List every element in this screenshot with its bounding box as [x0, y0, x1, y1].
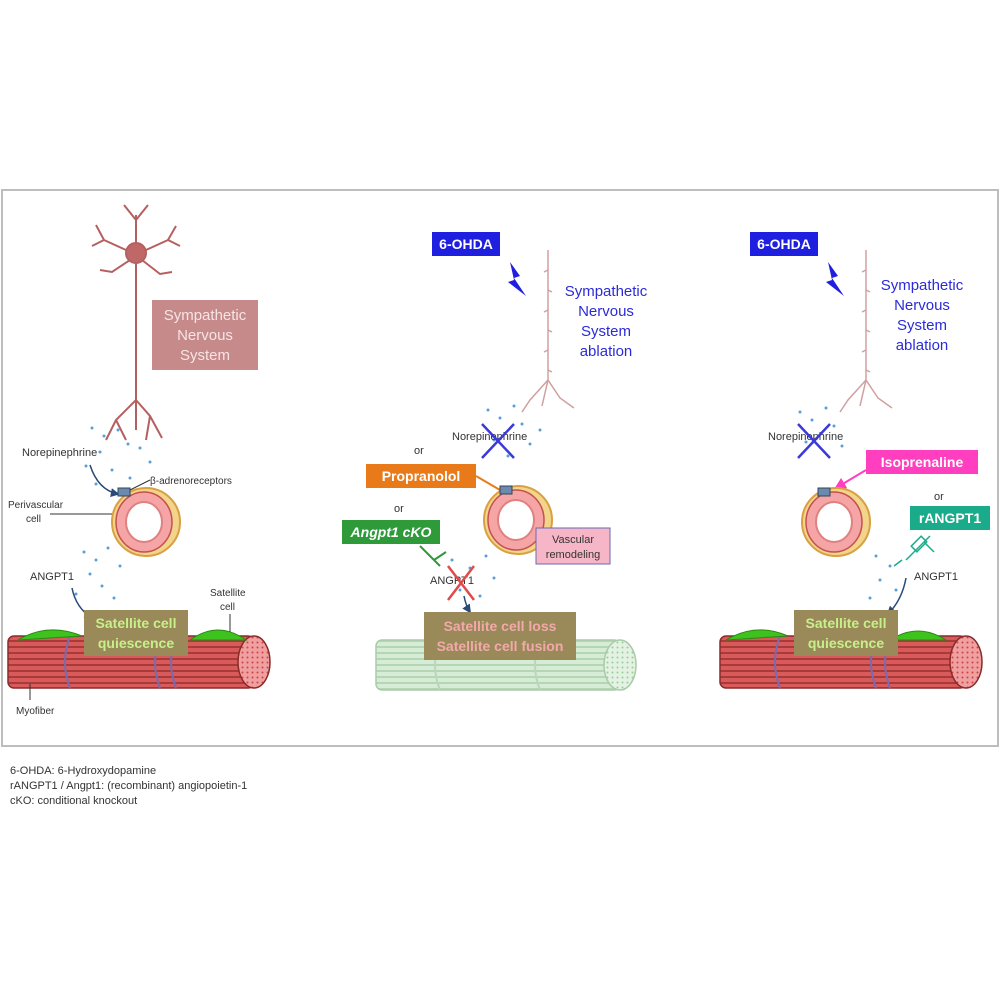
- vessel-3-icon: [801, 487, 871, 557]
- propranolol-label: Propranolol: [382, 468, 461, 484]
- panel-rescue: 6-OHDA Sympathetic Nervous System ablati…: [719, 232, 990, 689]
- drug-box-3: [750, 232, 818, 256]
- footnote-3: cKO: conditional knockout: [10, 795, 137, 807]
- rangpt1-label: rANGPT1: [919, 510, 981, 526]
- quiescence-line1: Satellite cell: [96, 615, 177, 631]
- ablation-line4: ablation: [580, 343, 633, 360]
- drug-label-3: 6-OHDA: [757, 236, 811, 252]
- propranolol-inhibit: [475, 475, 501, 491]
- panel-normal: Sympathetic Nervous System Norepinephrin…: [7, 204, 271, 717]
- myofiber-label: Myofiber: [16, 706, 55, 717]
- angpt1-arrow-2: [462, 595, 471, 614]
- ablation3-line2: Nervous: [894, 297, 950, 314]
- ablated-neuron-icon-3: [839, 250, 893, 413]
- cko-inhibit: [419, 545, 447, 567]
- vessel-2-icon: [483, 485, 553, 555]
- ablation3-line3: System: [897, 317, 947, 334]
- drug-label-2: 6-OHDA: [439, 236, 493, 252]
- syringe-icon: [893, 535, 935, 567]
- vascular-remodeling-line1: Vascular: [552, 534, 594, 546]
- ne-block-cross: [481, 423, 515, 459]
- ablation3-line4: ablation: [896, 337, 949, 354]
- angpt1-label: ANGPT1: [30, 571, 74, 583]
- outcome-line1: Satellite cell loss: [444, 618, 557, 634]
- sns-box: [152, 300, 258, 370]
- angpt1-cko-label: Angpt1 cKO: [350, 524, 432, 540]
- ne-block-cross-3: [797, 423, 831, 459]
- ne-label-2: Norepinephrine: [452, 431, 527, 443]
- ablation3-line1: Sympathetic: [881, 277, 964, 294]
- angpt1-cko-box: [342, 520, 440, 544]
- ne-label-3: Norepinephrine: [768, 431, 843, 443]
- quiescence3-line2: quiescence: [808, 635, 884, 651]
- ablated-neuron-icon: [521, 250, 575, 413]
- isoprenaline-arrow: [833, 469, 867, 490]
- sympathetic-neuron-icon: [91, 204, 181, 441]
- lightning-icon: [508, 262, 526, 296]
- ablation-line1: Sympathetic: [565, 283, 648, 300]
- propranolol-box: [366, 464, 476, 488]
- beta-pointer: [129, 479, 151, 491]
- angpt1-dots-3: [868, 554, 898, 600]
- drug-box-2: [432, 232, 500, 256]
- isoprenaline-box: [866, 450, 978, 474]
- blood-vessel-icon: [111, 487, 181, 557]
- satellite-cell-label-line2: cell: [220, 602, 235, 613]
- quiescence3-line1: Satellite cell: [806, 615, 887, 631]
- beta-receptors-label: β-adrenoreceptors: [150, 476, 232, 487]
- outcome-box-2: [424, 612, 576, 660]
- footnote-1: 6-OHDA: 6-Hydroxydopamine: [10, 765, 156, 777]
- isoprenaline-label: Isoprenaline: [881, 454, 964, 470]
- sns-label-line3: System: [180, 347, 230, 364]
- sns-label-line2: Nervous: [177, 327, 233, 344]
- perivascular-label-line1: Perivascular: [8, 500, 64, 511]
- angpt1-label-2: ANGPT1: [430, 575, 474, 587]
- footnote-2: rANGPT1 / Angpt1: (recombinant) angiopoi…: [10, 780, 247, 792]
- or-label-2a: or: [414, 445, 424, 457]
- sns-label-line1: Sympathetic: [164, 307, 247, 324]
- satellite-cell-label-line1: Satellite: [210, 588, 246, 599]
- ablation-line3: System: [581, 323, 631, 340]
- angpt1-dots: [74, 546, 122, 600]
- ablation-line2: Nervous: [578, 303, 634, 320]
- outcome-line2: Satellite cell fusion: [437, 638, 564, 654]
- angpt1-block-cross: [447, 565, 475, 601]
- quiescence-line2: quiescence: [98, 635, 174, 651]
- vascular-remodeling-box: [535, 527, 611, 565]
- norepinephrine-dots: [84, 426, 152, 486]
- myofiber-icon: [7, 629, 271, 689]
- norepinephrine-label: Norepinephrine: [22, 447, 97, 459]
- panel-ablation: 6-OHDA Sympathetic Nervous System ablati…: [342, 232, 648, 691]
- vascular-remodeling-line2: remodeling: [546, 549, 600, 561]
- ne-dots-2: [486, 404, 542, 458]
- angpt1-label-3: ANGPT1: [914, 571, 958, 583]
- ne-dots-3: [798, 406, 844, 448]
- rangpt1-box: [910, 506, 990, 530]
- ne-arrow: [89, 464, 120, 497]
- quiescence-box: [84, 610, 188, 656]
- angpt1-dots-2: [450, 554, 496, 598]
- lightning-icon-3: [826, 262, 844, 296]
- perivascular-label-line2: cell: [26, 514, 41, 525]
- quiescence-box-3: [794, 610, 898, 656]
- or-label-2b: or: [394, 503, 404, 515]
- or-label-3: or: [934, 491, 944, 503]
